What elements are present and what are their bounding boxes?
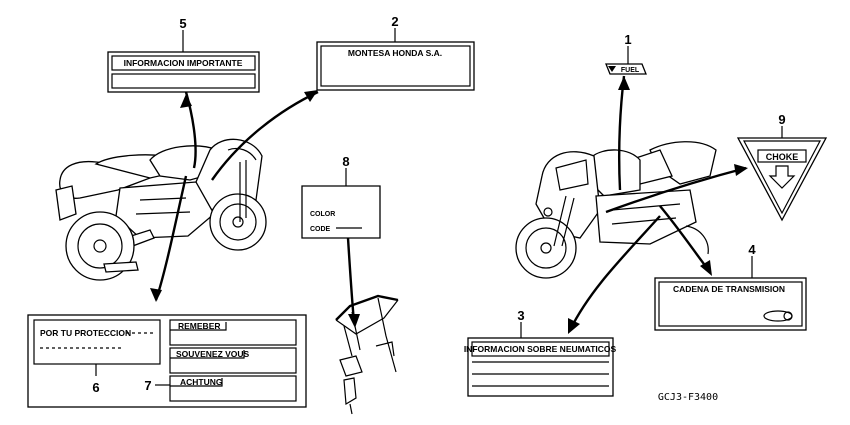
choke-text: CHOKE: [766, 152, 799, 162]
label-color-code: COLOR CODE: [301, 185, 381, 239]
label-montesa: MONTESA HONDA S.A.: [316, 41, 475, 91]
callout-2: 2: [391, 14, 398, 29]
proteccion-text: POR TU PROTECCION: [40, 328, 131, 338]
leader-lines: [95, 28, 783, 386]
callout-6: 6: [92, 380, 99, 395]
callout-7: 7: [144, 378, 151, 393]
callout-4: 4: [748, 242, 756, 257]
color-text: COLOR: [310, 211, 335, 218]
code-text: CODE: [310, 226, 331, 233]
callout-5: 5: [179, 16, 186, 31]
importante-text: INFORMACION IMPORTANTE: [124, 58, 243, 68]
label-warning-panel: POR TU PROTECCION REMEBER SOUVENEZ VOUS …: [27, 314, 307, 408]
motorcycle-right-illustration: [515, 141, 717, 279]
callout-9: 9: [778, 112, 785, 127]
label-choke: CHOKE: [736, 137, 828, 222]
label-importante: INFORMACION IMPORTANTE: [107, 51, 260, 93]
callout-8: 8: [342, 154, 349, 169]
label-fuel: FUEL: [605, 63, 647, 75]
neumaticos-text: INFORMACION SOBRE NEUMATICOS: [464, 344, 617, 354]
remeber-text: REMEBER: [178, 321, 221, 331]
achtung-text: ACHTUNG: [180, 377, 223, 387]
callout-1: 1: [624, 32, 631, 47]
montesa-text: MONTESA HONDA S.A.: [348, 48, 442, 58]
figure-code: GCJ3-F3400: [658, 392, 718, 403]
souvenez-text: SOUVENEZ VOUS: [176, 349, 250, 359]
motorcycle-left-illustration: [55, 138, 267, 281]
callout-numbers: 1 2 3 4 5 6 7 8 9: [92, 14, 785, 395]
callout-3: 3: [517, 308, 524, 323]
frame-detail-illustration: [335, 294, 399, 415]
label-neumaticos: INFORMACION SOBRE NEUMATICOS: [464, 337, 617, 397]
cadena-text: CADENA DE TRANSMISION: [673, 284, 785, 294]
fuel-text: FUEL: [621, 67, 640, 74]
label-cadena: CADENA DE TRANSMISION: [654, 277, 807, 331]
